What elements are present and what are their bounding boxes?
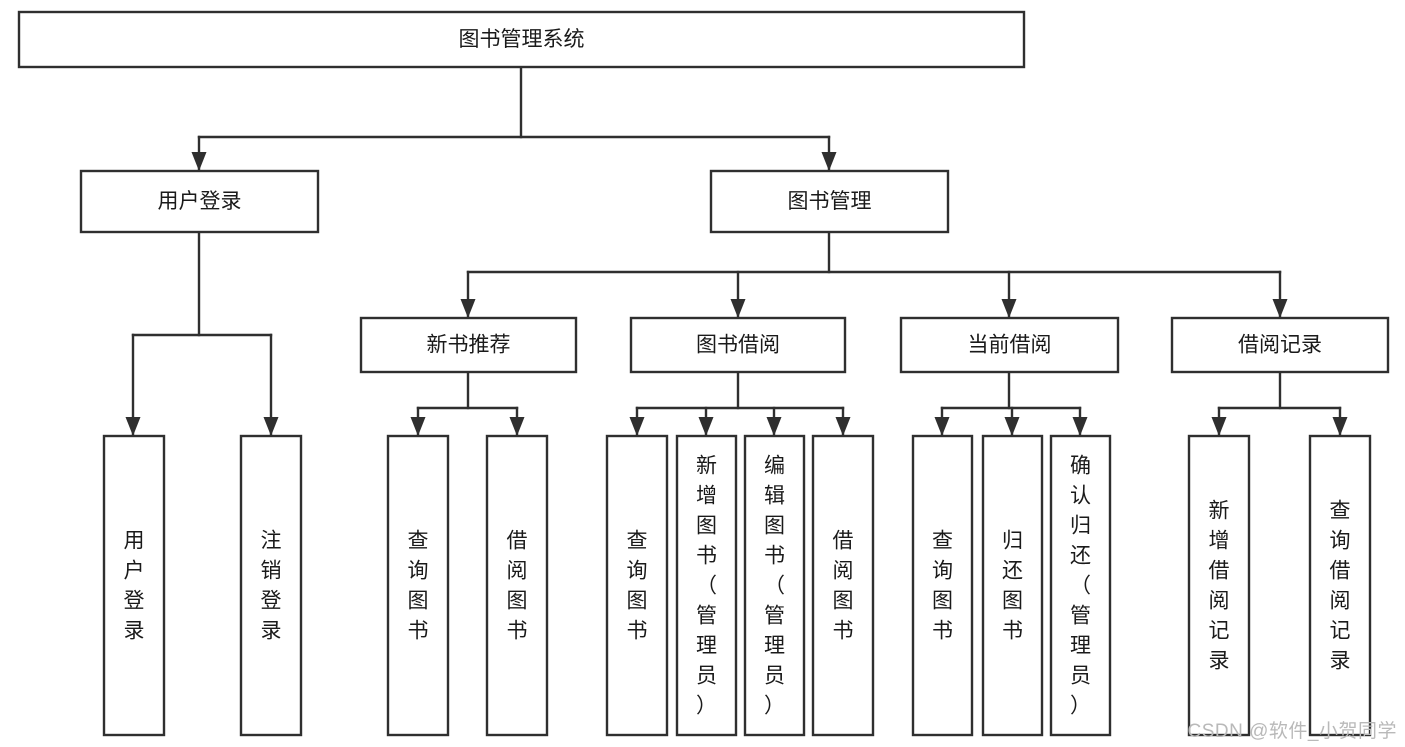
node-box[interactable] bbox=[899, 316, 1120, 374]
connector-arrow-icon bbox=[1211, 417, 1227, 436]
node-leaf-add-book-admin[interactable]: 新增图书（管理员） bbox=[675, 434, 738, 737]
node-leaf-query-book-recommend[interactable]: 查询图书 bbox=[386, 434, 450, 737]
node-label: 借阅图书 bbox=[507, 530, 528, 643]
connector-group bbox=[1217, 370, 1342, 410]
node-label: 编辑图书（管理员） bbox=[764, 455, 785, 718]
connector-arrow-icon bbox=[460, 299, 476, 318]
connector-arrow-icon bbox=[125, 417, 141, 436]
node-label: 当前借阅 bbox=[968, 334, 1052, 357]
node-layer: 图书管理系统用户登录图书管理新书推荐图书借阅当前借阅借阅记录用户登录注销登录查询… bbox=[17, 10, 1390, 737]
node-label: 用户登录 bbox=[124, 530, 145, 643]
node-box[interactable] bbox=[1049, 434, 1112, 737]
node-box[interactable] bbox=[1308, 434, 1372, 737]
connector-arrow-icon bbox=[934, 417, 950, 436]
node-box[interactable] bbox=[102, 434, 166, 737]
connector-layer bbox=[125, 65, 1348, 436]
node-label: 图书借阅 bbox=[696, 334, 780, 357]
connector-arrow-icon bbox=[263, 417, 279, 436]
node-root-root[interactable]: 图书管理系统 bbox=[17, 10, 1026, 69]
node-user-login[interactable]: 用户登录 bbox=[79, 169, 320, 234]
connector-group bbox=[466, 230, 1282, 274]
connector-arrow-icon bbox=[410, 417, 426, 436]
node-box[interactable] bbox=[17, 10, 1026, 69]
node-leaf-add-borrow-record[interactable]: 新增借阅记录 bbox=[1187, 434, 1251, 737]
node-label: 查询图书 bbox=[932, 530, 953, 643]
connector-arrow-icon bbox=[730, 299, 746, 318]
connector-arrow-icon bbox=[191, 152, 207, 171]
connector-arrow-icon bbox=[629, 417, 645, 436]
node-label: 用户登录 bbox=[158, 190, 242, 213]
node-box[interactable] bbox=[485, 434, 549, 737]
node-leaf-borrow-book-recommend[interactable]: 借阅图书 bbox=[485, 434, 549, 737]
node-leaf-borrow-book[interactable]: 借阅图书 bbox=[811, 434, 875, 737]
node-book-manage[interactable]: 图书管理 bbox=[709, 169, 950, 234]
connector-arrow-icon bbox=[766, 417, 782, 436]
connector-arrow-icon bbox=[1272, 299, 1288, 318]
node-borrow-record[interactable]: 借阅记录 bbox=[1170, 316, 1390, 374]
node-leaf-logout[interactable]: 注销登录 bbox=[239, 434, 303, 737]
connector-arrow-icon bbox=[1332, 417, 1348, 436]
node-box[interactable] bbox=[386, 434, 450, 737]
connector-group bbox=[635, 370, 845, 410]
connector-arrow-icon bbox=[1004, 417, 1020, 436]
node-box[interactable] bbox=[79, 169, 320, 234]
node-book-borrow[interactable]: 图书借阅 bbox=[629, 316, 847, 374]
csdn-watermark: CSDN @软件_小贺同学 bbox=[1187, 721, 1397, 742]
node-leaf-return-book[interactable]: 归还图书 bbox=[981, 434, 1044, 737]
node-box[interactable] bbox=[1170, 316, 1390, 374]
node-box[interactable] bbox=[811, 434, 875, 737]
node-box[interactable] bbox=[675, 434, 738, 737]
node-label: 借阅图书 bbox=[833, 530, 854, 643]
node-label: 查询借阅记录 bbox=[1330, 500, 1351, 673]
connector-arrow-icon bbox=[1072, 417, 1088, 436]
node-box[interactable] bbox=[743, 434, 806, 737]
connector-arrow-icon bbox=[821, 152, 837, 171]
node-label: 借阅记录 bbox=[1238, 334, 1322, 357]
node-leaf-confirm-return-admin[interactable]: 确认归还（管理员） bbox=[1049, 434, 1112, 737]
node-box[interactable] bbox=[911, 434, 974, 737]
node-box[interactable] bbox=[1187, 434, 1251, 737]
connector-group bbox=[197, 65, 831, 139]
node-leaf-query-book-current[interactable]: 查询图书 bbox=[911, 434, 974, 737]
connector-group bbox=[416, 370, 519, 410]
node-leaf-query-book-borrow[interactable]: 查询图书 bbox=[605, 434, 669, 737]
node-label: 查询图书 bbox=[627, 530, 648, 643]
node-leaf-user-login[interactable]: 用户登录 bbox=[102, 434, 166, 737]
node-label: 图书管理系统 bbox=[459, 28, 585, 51]
node-box[interactable] bbox=[629, 316, 847, 374]
node-box[interactable] bbox=[981, 434, 1044, 737]
node-box[interactable] bbox=[709, 169, 950, 234]
connector-group bbox=[940, 370, 1082, 410]
connector-arrow-icon bbox=[835, 417, 851, 436]
node-leaf-query-borrow-record[interactable]: 查询借阅记录 bbox=[1308, 434, 1372, 737]
node-label: 新书推荐 bbox=[427, 334, 511, 357]
node-label: 查询图书 bbox=[408, 530, 429, 643]
node-label: 注销登录 bbox=[261, 530, 282, 643]
node-new-book-recommend[interactable]: 新书推荐 bbox=[359, 316, 578, 374]
node-box[interactable] bbox=[359, 316, 578, 374]
node-label: 确认归还（管理员） bbox=[1070, 455, 1091, 718]
node-label: 图书管理 bbox=[788, 190, 872, 213]
connector-group bbox=[131, 230, 273, 337]
node-current-borrow[interactable]: 当前借阅 bbox=[899, 316, 1120, 374]
connector-arrow-icon bbox=[509, 417, 525, 436]
node-leaf-edit-book-admin[interactable]: 编辑图书（管理员） bbox=[743, 434, 806, 737]
node-label: 新增借阅记录 bbox=[1209, 500, 1230, 673]
connector-arrow-icon bbox=[698, 417, 714, 436]
node-box[interactable] bbox=[605, 434, 669, 737]
node-label: 归还图书 bbox=[1002, 530, 1023, 643]
connector-arrow-icon bbox=[1001, 299, 1017, 318]
node-label: 新增图书（管理员） bbox=[696, 455, 717, 718]
node-box[interactable] bbox=[239, 434, 303, 737]
